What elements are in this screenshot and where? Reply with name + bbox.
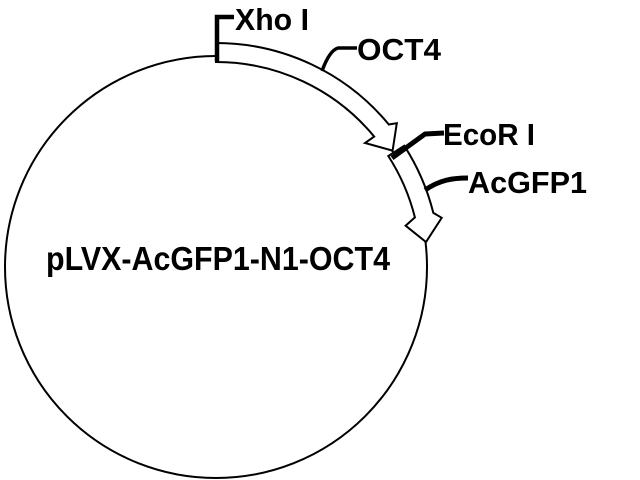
xho1-site-tick [214, 14, 234, 62]
xho1-site-label: Xho I [235, 2, 309, 37]
oct4-leader-line [320, 46, 357, 72]
gene-arrow-acgfp1 [386, 144, 444, 244]
ecor1-site-label: EcoR I [443, 117, 535, 152]
plasmid-name-label: pLVX-AcGFP1-N1-OCT4 [46, 240, 391, 277]
ecor1-leader-line [390, 130, 445, 161]
oct4-gene-label: OCT4 [357, 32, 442, 67]
gene-arrow-oct4 [215, 41, 398, 152]
acgfp1-leader-line [423, 175, 469, 193]
acgfp1-gene-label: AcGFP1 [468, 165, 587, 200]
